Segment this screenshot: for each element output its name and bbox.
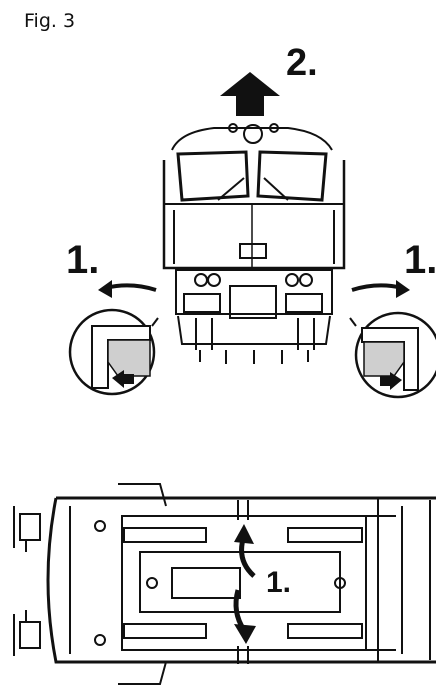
up-arrow-icon [220,72,280,116]
marker-light-icon [285,273,299,287]
headlight-icon [243,124,263,144]
arrow-left-icon [112,370,134,388]
figure-label: Fig. 3 [24,10,76,32]
locomotive-underside-view [13,483,436,685]
step-1-right-label: 1. [404,238,436,282]
step-1-left-label: 1. [66,238,100,282]
locomotive-front-view [68,72,436,399]
step-2-label: 2. [286,42,318,84]
marker-light-icon [299,273,313,287]
detail-circle-right [354,311,436,399]
step-1-bottom-label: 1. [266,566,292,599]
curved-arrow-left-icon [105,283,157,292]
marker-light-icon [194,273,208,287]
curved-arrow-right-icon [351,283,403,292]
detail-circle-left [68,308,156,396]
marker-light-icon [207,273,221,287]
arrow-right-icon [380,372,402,390]
